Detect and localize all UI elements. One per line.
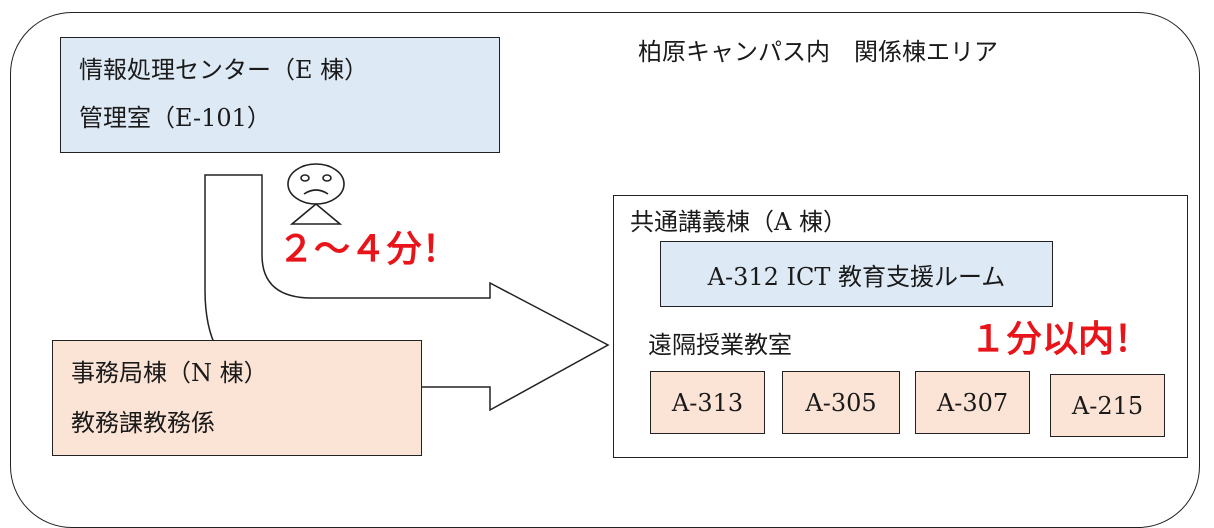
- admin-bureau-box: 事務局棟（N 棟） 教務課教務係: [52, 340, 422, 456]
- remote-classroom-label: 遠隔授業教室: [648, 331, 792, 359]
- admin-bureau-section: 教務課教務係: [71, 409, 215, 437]
- area-title: 柏原キャンパス内 関係棟エリア: [638, 38, 998, 66]
- classroom-label: A-313: [671, 388, 744, 417]
- admin-bureau-name: 事務局棟（N 棟）: [71, 359, 268, 387]
- info-center-room: 管理室（E-101）: [79, 104, 271, 132]
- info-center-box: 情報処理センター（E 棟） 管理室（E-101）: [60, 37, 500, 153]
- sad-face-person-icon: [287, 163, 345, 225]
- classroom-label: A-307: [936, 388, 1009, 417]
- classroom-box: A-307: [915, 371, 1030, 434]
- travel-time-far-label: ２～４分！: [278, 229, 459, 270]
- ict-support-room-box: A-312 ICT 教育支援ルーム: [660, 241, 1053, 307]
- classroom-box: A-305: [782, 371, 900, 434]
- classroom-box: A-215: [1050, 374, 1165, 437]
- ict-support-room-label: A-312 ICT 教育支援ルーム: [707, 262, 1006, 291]
- classroom-label: A-215: [1071, 391, 1144, 420]
- info-center-name: 情報処理センター（E 棟）: [79, 56, 369, 84]
- classroom-box: A-313: [650, 371, 765, 434]
- lecture-building-title: 共通講義棟（A 棟）: [630, 208, 847, 236]
- classroom-label: A-305: [805, 388, 877, 417]
- travel-time-near-label: １分以内！: [970, 319, 1151, 360]
